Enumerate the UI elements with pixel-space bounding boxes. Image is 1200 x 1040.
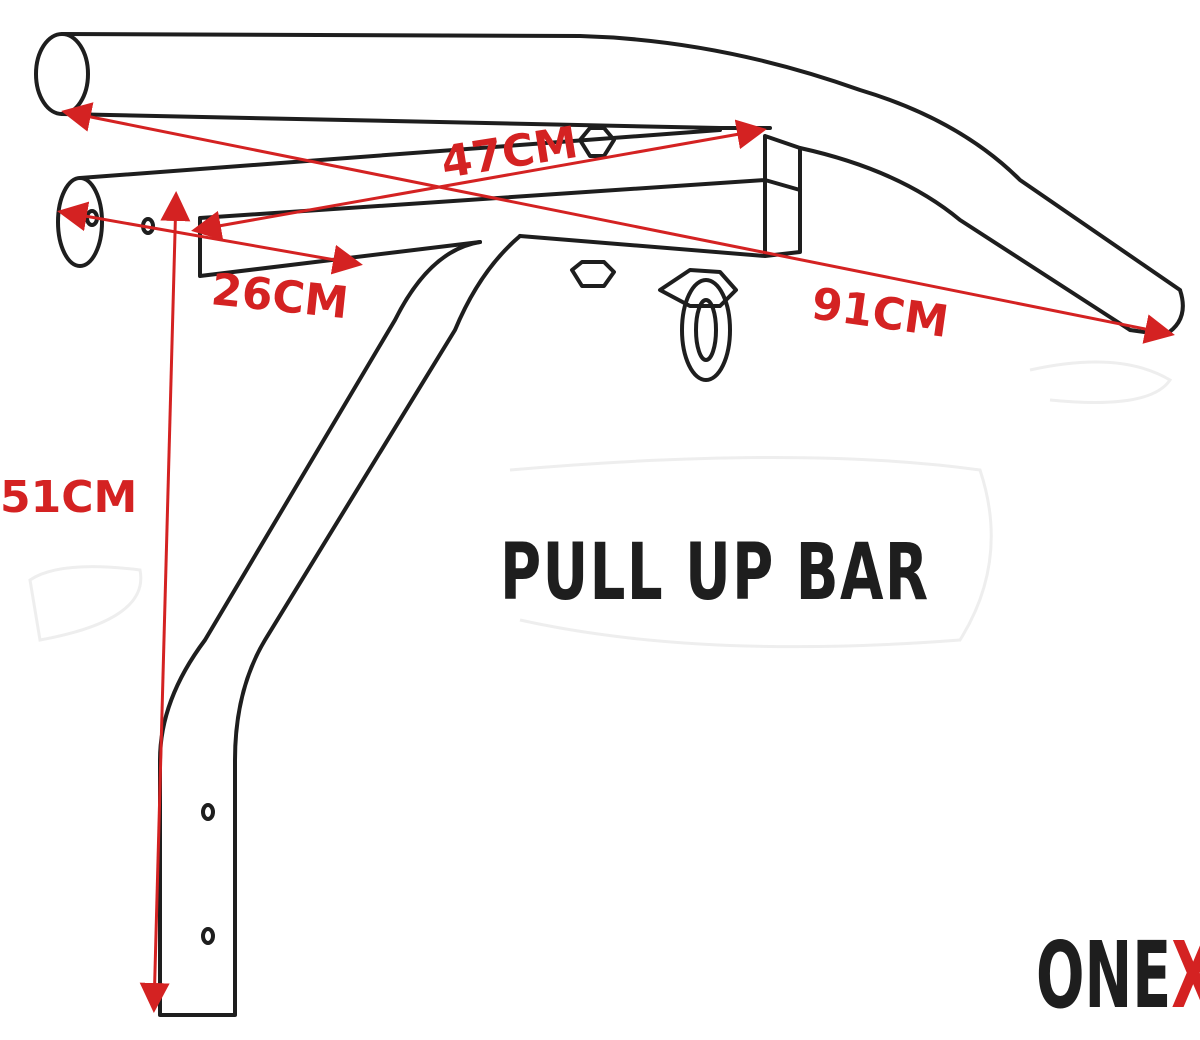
product-title: PULL UP BAR: [500, 528, 930, 618]
wing-nut-icon: [658, 268, 738, 308]
handle-end-cap: [34, 32, 90, 116]
diagonal-support: [158, 234, 522, 1017]
dimension-label-51cm: 51CM: [0, 472, 137, 523]
dimension-label-47cm: 47CM: [438, 117, 582, 189]
dimension-label-91cm: 91CM: [808, 278, 951, 348]
bottom-nut-icon: [570, 260, 616, 288]
eye-bolt-inner: [694, 298, 718, 362]
bar-outline: [34, 32, 1185, 1017]
brand-name-accent: X: [1171, 922, 1200, 1029]
eye-bolt-ring: [680, 278, 732, 382]
plate-hole-1: [201, 803, 215, 821]
brand-name-main: ONE: [1036, 922, 1172, 1029]
plate-hole-2: [201, 927, 215, 945]
dimension-lines: [57, 102, 1175, 1013]
dimension-label-26cm: 26CM: [209, 264, 351, 329]
dimension-labels: 91CM 47CM 26CM 51CM: [0, 117, 952, 523]
brand-logo: ONEX: [1036, 930, 1200, 1022]
dimension-line-51cm: [139, 191, 191, 1013]
dimension-line-26cm: [57, 201, 363, 275]
